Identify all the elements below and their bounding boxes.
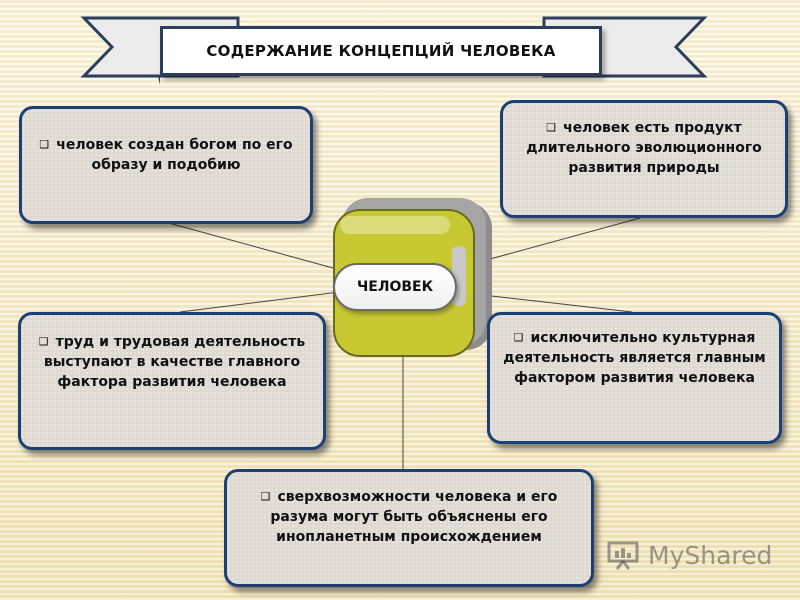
presentation-board-icon <box>607 541 639 570</box>
ribbon-fold-left <box>158 76 160 85</box>
concept-text: труд и трудовая деятельность выступают в… <box>43 334 306 390</box>
concept-card-evolution: ❑человек есть продукт длительного эволюц… <box>500 100 788 218</box>
concept-card-culture: ❑исключительно культурная деятельность я… <box>487 312 782 444</box>
page-title-text: СОДЕРЖАНИЕ КОНЦЕПЦИЙ ЧЕЛОВЕКА <box>206 42 556 60</box>
bullet-icon: ❑ <box>38 335 49 348</box>
concept-text: исключительно культурная деятельность яв… <box>503 330 766 386</box>
bullet-icon: ❑ <box>513 331 524 344</box>
hub-highlight <box>340 216 450 234</box>
concept-card-labor: ❑труд и трудовая деятельность выступают … <box>18 312 326 450</box>
concept-card-divine-creation: ❑ человек создан богом по его образу и по… <box>19 106 313 224</box>
bullet-icon: ❑ <box>546 121 557 134</box>
concept-card-extraterrestrial: ❑сверхвозможности человека и его разума … <box>224 469 594 587</box>
watermark-logo: MyShared <box>606 535 772 575</box>
concept-text: человек создан богом по его образу и под… <box>56 137 293 173</box>
center-node-label: ЧЕЛОВЕК <box>356 279 434 295</box>
bullet-icon: ❑ <box>260 490 271 503</box>
bullet-icon: ❑ <box>39 138 50 151</box>
page-title: СОДЕРЖАНИЕ КОНЦЕПЦИЙ ЧЕЛОВЕКА <box>160 26 602 76</box>
watermark-text: MyShared <box>648 540 773 570</box>
concept-text: человек есть продукт длительного эволюци… <box>526 120 762 176</box>
concept-text: сверхвозможности человека и его разума м… <box>270 489 558 545</box>
center-node: ЧЕЛОВЕК <box>333 263 457 311</box>
